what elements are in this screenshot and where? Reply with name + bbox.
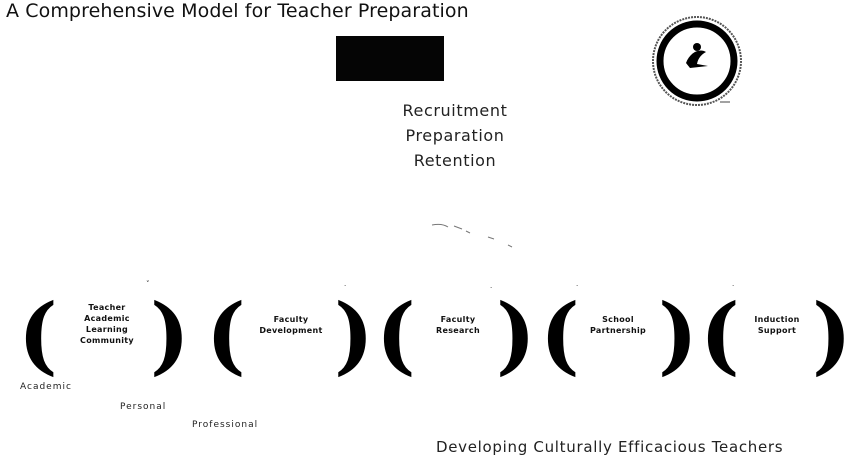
faint-scribble bbox=[431, 223, 513, 248]
center-line-retention: Retention bbox=[413, 151, 497, 170]
component-4: ( School Partnership ) · bbox=[540, 282, 700, 384]
component-5: ( Induction Support ) · bbox=[700, 282, 850, 384]
page-title: A Comprehensive Model for Teacher Prepar… bbox=[6, 0, 469, 22]
left-paren: ( bbox=[18, 285, 58, 384]
marker-tick: · bbox=[732, 282, 735, 290]
right-paren: ) bbox=[496, 285, 536, 384]
component-label: Faculty Research bbox=[436, 315, 480, 335]
center-process: Recruitment Preparation Retention bbox=[340, 98, 570, 173]
center-line-recruitment: Recruitment bbox=[402, 101, 508, 120]
redacted-block bbox=[336, 36, 444, 81]
left-paren: ( bbox=[376, 285, 416, 384]
marker-tick: ˅ bbox=[146, 280, 150, 288]
right-paren: ) bbox=[812, 285, 850, 384]
marker-tick: · bbox=[576, 282, 579, 290]
seal-icon bbox=[652, 16, 742, 106]
component-2: ( Faculty Development ) · bbox=[206, 282, 374, 384]
component-label: Faculty Development bbox=[259, 315, 323, 335]
component-1: ( Teacher Academic Learning Community ) … bbox=[18, 280, 190, 384]
right-paren: ) bbox=[150, 285, 190, 384]
marker-tick: · bbox=[344, 282, 347, 290]
component-label: School Partnership bbox=[589, 315, 647, 335]
level-personal: Personal bbox=[120, 402, 167, 412]
left-paren: ( bbox=[700, 285, 740, 384]
level-academic: Academic bbox=[20, 382, 72, 392]
level-professional: Professional bbox=[192, 420, 259, 430]
component-label: Teacher Academic Learning Community bbox=[80, 303, 134, 345]
left-paren: ( bbox=[206, 285, 246, 384]
component-label: Induction Support bbox=[754, 315, 800, 335]
left-paren: ( bbox=[540, 285, 580, 384]
footer-caption: Developing Culturally Efficacious Teache… bbox=[436, 438, 784, 456]
marker-tick: · bbox=[490, 284, 493, 292]
right-paren: ) bbox=[334, 285, 374, 384]
component-3: ( Faculty Research ) · bbox=[376, 284, 541, 384]
center-line-preparation: Preparation bbox=[405, 126, 505, 145]
right-paren: ) bbox=[658, 285, 698, 384]
